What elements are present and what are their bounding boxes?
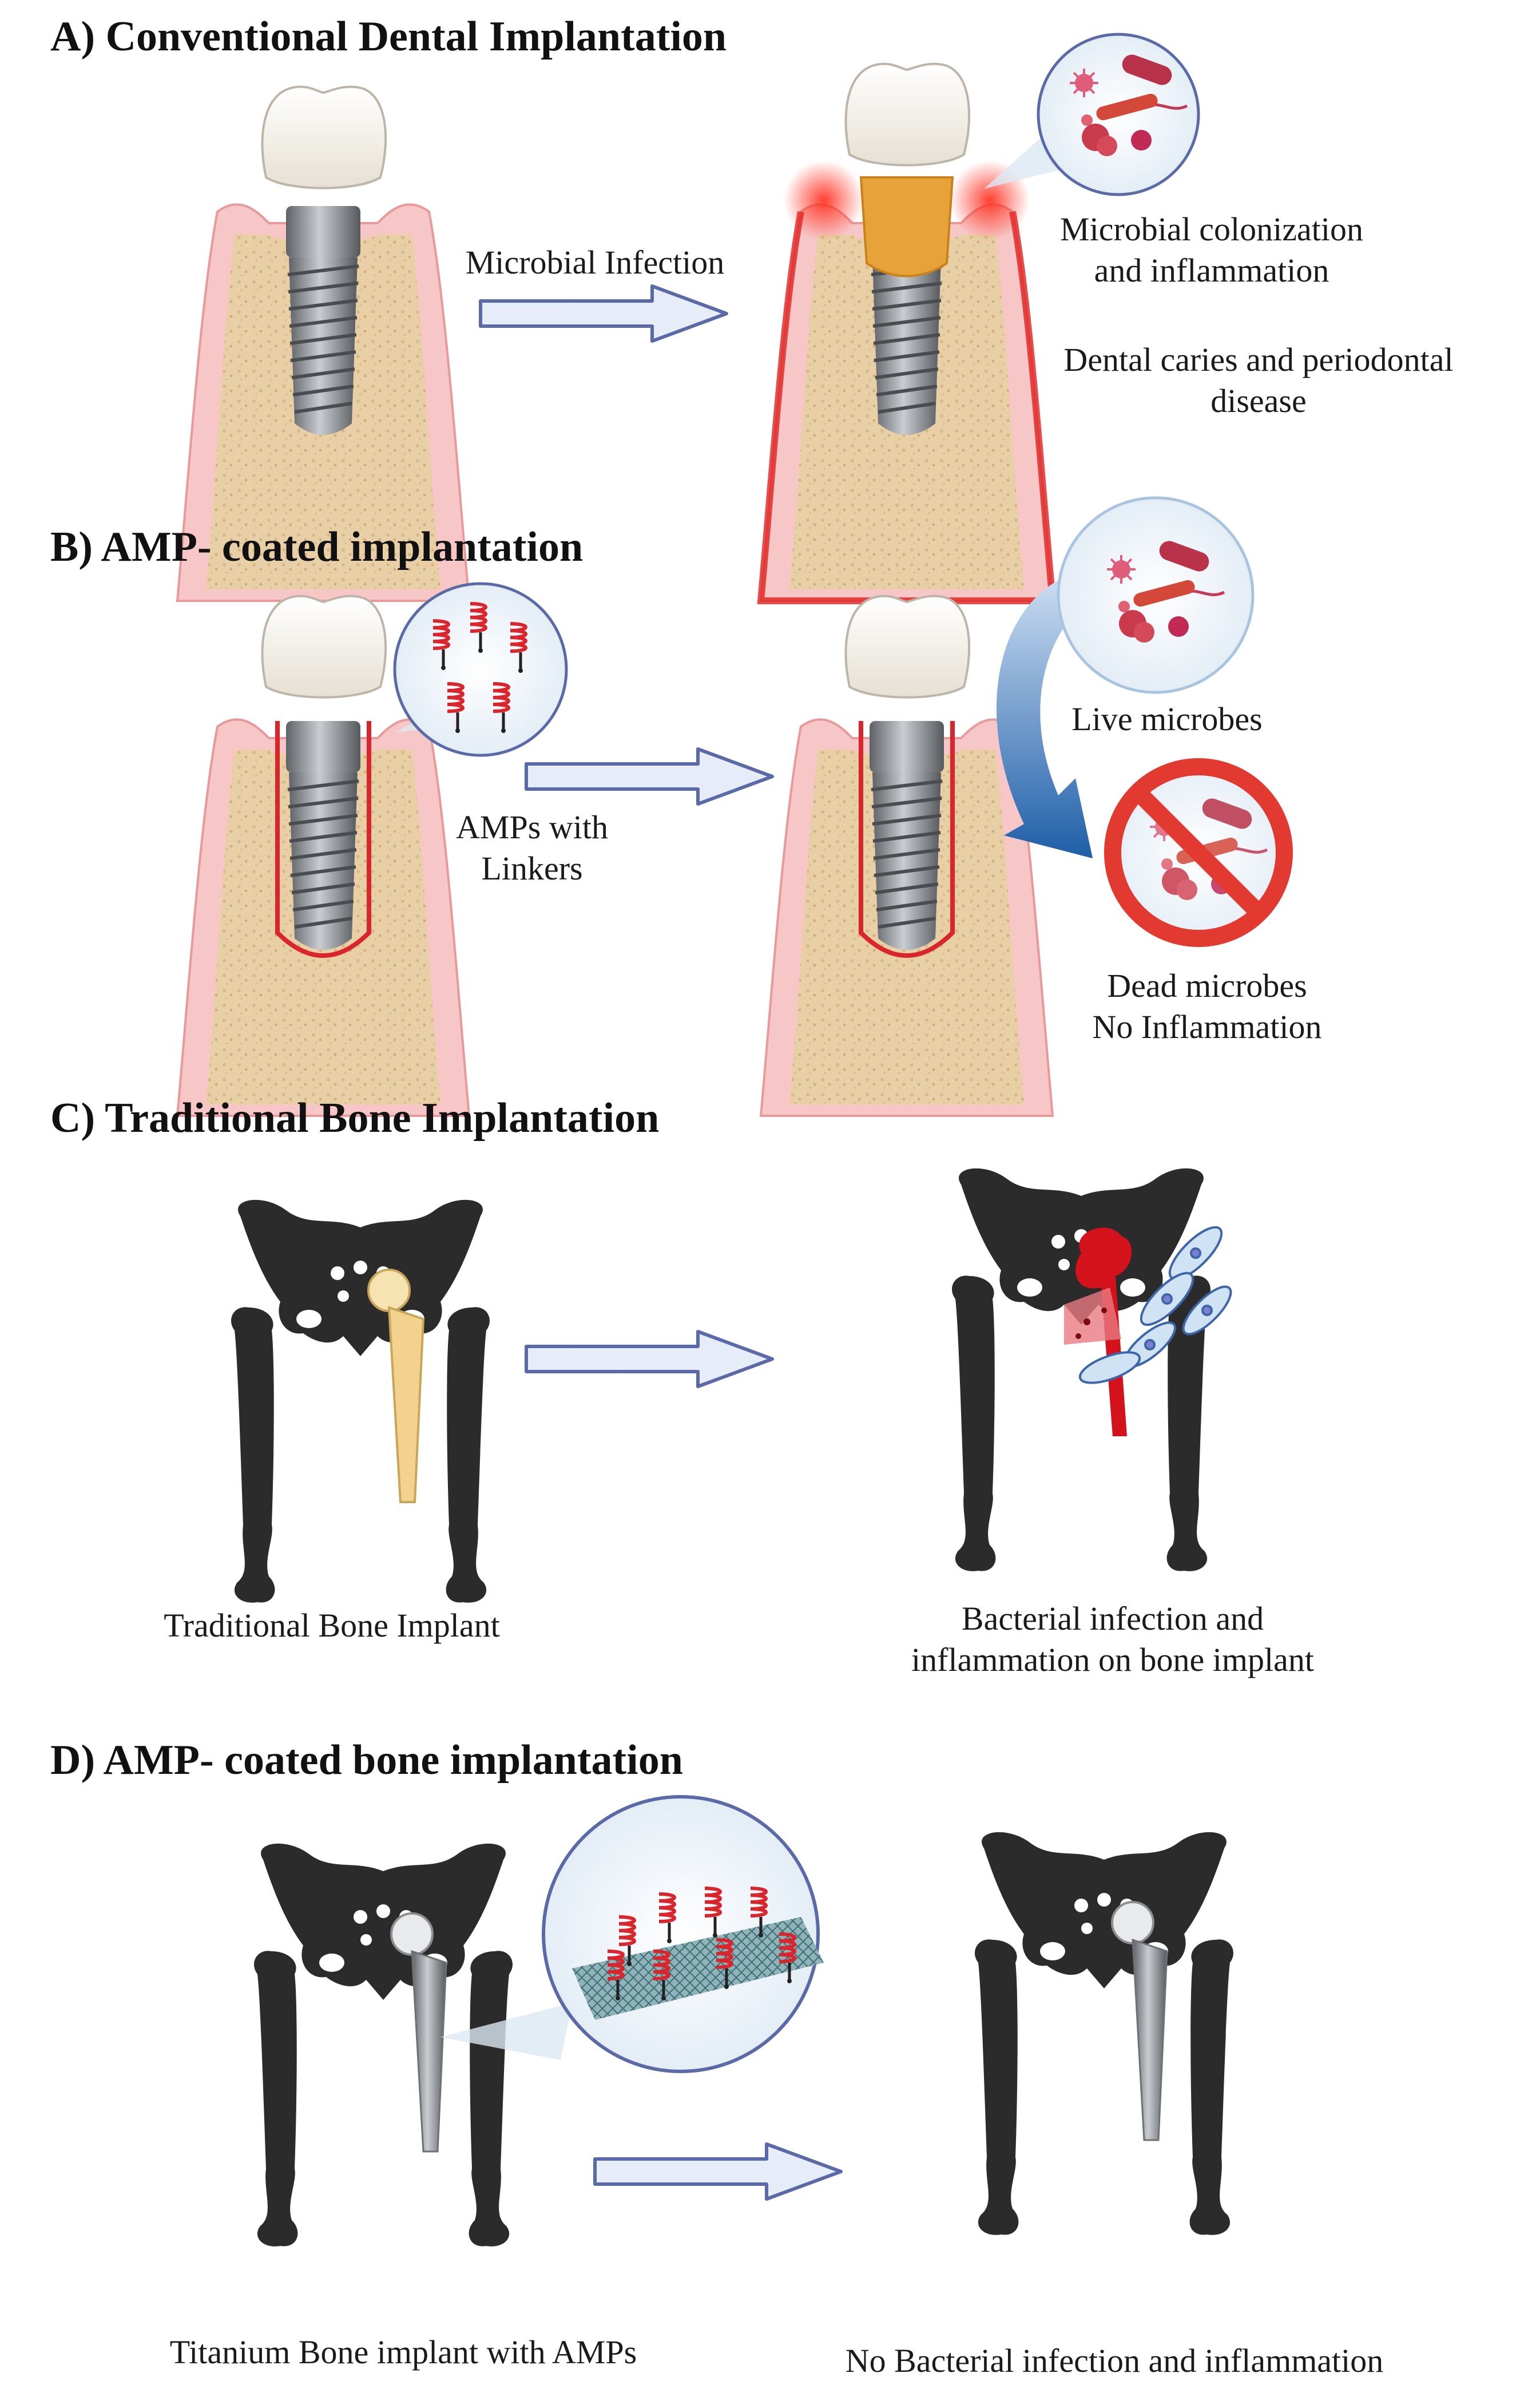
pelvis-skeleton-icon <box>952 1168 1210 1571</box>
live-microbes-label: Live microbes <box>1071 700 1262 738</box>
amp-mesh-callout <box>440 1795 824 2073</box>
live-microbes-circle <box>1057 496 1255 694</box>
implant-surface-mesh <box>572 1917 824 2020</box>
coated-implant-result <box>760 595 1054 1117</box>
traditional-implant-label: Traditional Bone Implant <box>164 1607 499 1644</box>
arrow-c <box>526 1332 772 1386</box>
panel-a-title: A) Conventional Dental Implantation <box>50 13 727 60</box>
curved-arrow-icon <box>996 572 1093 858</box>
implant-screw-icon <box>286 206 360 435</box>
hip-implant-icon <box>367 1269 425 1503</box>
outcome-text-line2: disease <box>1210 382 1307 419</box>
panel-d-title: D) AMP- coated bone implantation <box>50 1737 683 1784</box>
dead-microbes-circle <box>1104 758 1293 947</box>
infection-label-line2: inflammation on bone implant <box>911 1641 1314 1678</box>
hip-implant-icon <box>1111 1901 1168 2141</box>
inflammation-glow-icon <box>784 160 864 240</box>
callout-text-line2: and inflammation <box>1094 252 1329 289</box>
pelvis-skeleton-icon <box>254 1843 513 2247</box>
dead-microbes-line2: No Inflammation <box>1092 1008 1321 1045</box>
callout-text-line1: Microbial colonization <box>1060 211 1363 248</box>
dead-microbes-line1: Dead microbes <box>1107 967 1307 1004</box>
traditional-implant-skeleton <box>231 1199 490 1603</box>
amp-coating-outline <box>859 721 955 958</box>
tooth-crown-icon <box>261 85 387 189</box>
arrow-d <box>595 2144 841 2199</box>
panel-c: C) Traditional Bone Implantation <box>50 1095 1314 1678</box>
amp-callout <box>393 582 568 757</box>
infected-bone-skeleton <box>952 1168 1232 1571</box>
pelvis-skeleton-icon <box>231 1199 490 1603</box>
implant-screw-icon <box>286 721 360 950</box>
infection-label-line1: Bacterial infection and <box>962 1600 1264 1637</box>
panel-b: B) AMP- coated implantation AMPs with Li… <box>50 496 1322 1117</box>
amp-label-line2: Linkers <box>481 850 582 887</box>
plaque-icon <box>859 176 954 278</box>
arrow-label-infection: Microbial Infection <box>466 244 725 281</box>
arrow-a <box>481 286 727 341</box>
no-infection-label: No Bacterial infection and inflammation <box>846 2342 1384 2379</box>
titanium-implant-label: Titanium Bone implant with AMPs <box>170 2333 637 2371</box>
bacteria-icon <box>1078 1226 1232 1384</box>
panel-c-title: C) Traditional Bone Implantation <box>50 1095 659 1142</box>
healthy-bone-skeleton <box>975 1832 1233 2235</box>
outcome-text-line1: Dental caries and periodontal <box>1063 341 1453 378</box>
panel-b-title: B) AMP- coated implantation <box>50 524 583 570</box>
amp-label-line1: AMPs with <box>456 809 608 846</box>
coated-implant <box>176 595 470 1117</box>
tooth-crown-icon <box>844 62 971 167</box>
tooth-crown-icon <box>844 595 971 699</box>
infected-implant <box>757 62 1057 604</box>
pelvis-skeleton-icon <box>975 1832 1233 2235</box>
infection-icon <box>1064 1227 1132 1436</box>
panel-a: A) Conventional Dental Implantation Micr… <box>50 13 1454 604</box>
implant-screw-icon <box>870 721 944 950</box>
hip-implant-icon <box>390 1912 447 2153</box>
microbe-callout <box>984 33 1200 196</box>
titanium-implant-skeleton <box>254 1843 513 2247</box>
prohibition-icon <box>1104 758 1293 947</box>
arrow-b <box>526 749 772 804</box>
amp-coating-outline <box>275 721 371 958</box>
tooth-crown-icon <box>261 595 387 699</box>
panel-d: D) AMP- coated bone implantation <box>50 1737 1383 2379</box>
